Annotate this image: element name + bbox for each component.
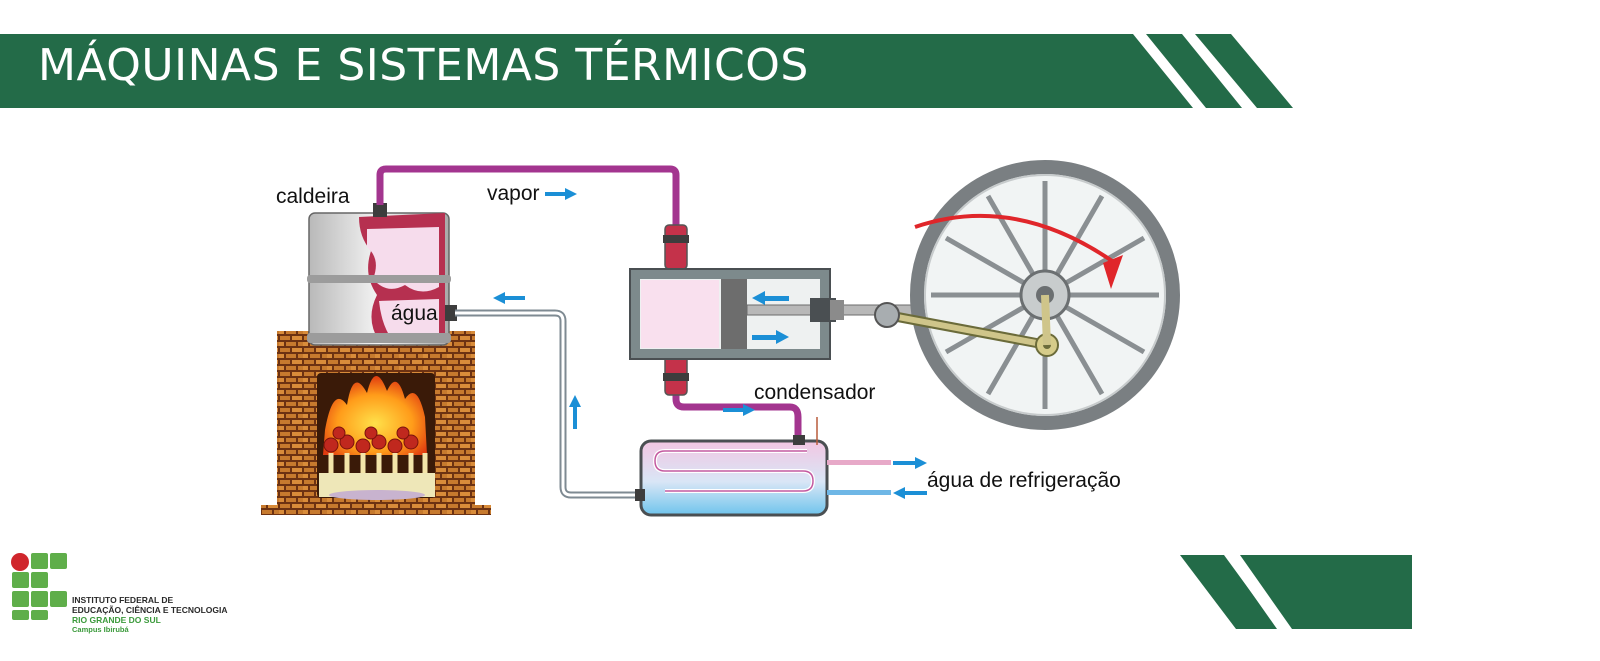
flow-arrow-icon [569,395,581,429]
rotation-arrow-icon [914,213,1117,265]
flow-arrow-icon [893,457,927,469]
flow-arrow-icon [545,188,577,200]
flow-arrow-icon [893,487,927,499]
header-banner-shape [0,34,1293,108]
footer-decoration [1180,555,1412,629]
exhaust-pipe [672,365,802,445]
logo-mark [11,553,67,620]
valve-top [663,224,689,270]
water-label: água [391,302,438,325]
logo-line-3: RIO GRANDE DO SUL [72,615,161,625]
flow-arrow-icon [723,404,755,416]
flow-arrow-icon [752,291,789,305]
connecting-rod [874,294,1059,357]
institution-logo: INSTITUTO FEDERAL DE EDUCAÇÃO, CIÊNCIA E… [10,553,230,634]
flow-arrows [493,188,927,499]
steam-label: vapor [487,182,540,205]
steam-pipe [376,165,680,233]
water-return-pipe [455,309,643,499]
page-title: MÁQUINAS E SISTEMAS TÉRMICOS [38,40,809,91]
piston [721,279,747,349]
logo-line-1: INSTITUTO FEDERAL DE [72,595,174,605]
condenser-label: condensador [754,381,875,404]
flywheel [910,160,1180,430]
boiler [307,203,457,346]
flow-arrow-icon [752,330,789,344]
condenser [635,417,891,517]
furnace [261,331,491,515]
logo-line-2: EDUCAÇÃO, CIÊNCIA E TECNOLOGIA [72,605,228,615]
boiler-label: caldeira [276,185,350,208]
steam-engine-diagram: caldeira vapor água condensador água de … [255,155,1185,535]
cylinder [629,268,1038,360]
flow-arrow-icon [493,292,525,304]
valve-bottom [663,350,689,396]
header-banner: MÁQUINAS E SISTEMAS TÉRMICOS [0,0,1600,120]
logo-line-4: Campus Ibirubá [72,625,129,634]
cooling-water-label: água de refrigeração [927,469,1121,492]
